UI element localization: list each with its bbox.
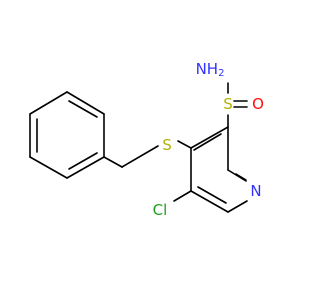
nh2-symbol: NH (196, 60, 219, 78)
thioether-s-label: S (162, 136, 172, 154)
pyridine-ring (190, 126, 248, 213)
nh2-subscript: 2 (218, 68, 224, 79)
sulfonamide-group (227, 82, 248, 128)
nh2-label: NH2 (196, 60, 225, 79)
molecule-structure: NH2 S O O S N Cl (29, 60, 264, 219)
chlorine-label: Cl (153, 201, 168, 219)
chloro-bond (173, 190, 192, 202)
benzene-ring (29, 91, 105, 179)
pyridine-n-label: N (250, 182, 261, 200)
benzylthio-group (103, 140, 192, 168)
sulfonyl-s-label: S (223, 95, 233, 113)
oxygen-right-label: O (252, 95, 264, 113)
